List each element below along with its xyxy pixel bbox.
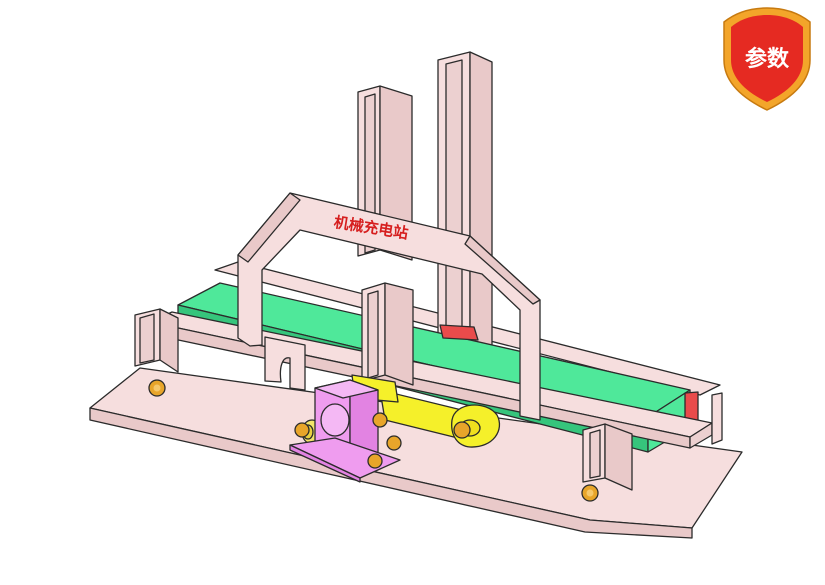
arch-frame: 机械充电站 bbox=[237, 192, 541, 421]
base-plate bbox=[89, 367, 743, 539]
center-channel bbox=[361, 282, 414, 386]
hex-bolt-icon bbox=[372, 412, 388, 428]
left-front-channel bbox=[134, 308, 179, 373]
right-front-channel bbox=[582, 423, 633, 491]
stopper-rear bbox=[439, 324, 479, 341]
hex-bolt-icon bbox=[581, 484, 599, 502]
badge-label: 参数 bbox=[745, 46, 790, 72]
hex-bolt-icon bbox=[453, 421, 471, 439]
hex-bolt-icon bbox=[148, 379, 166, 397]
parameters-badge[interactable]: 参数 bbox=[723, 7, 811, 111]
notch-plate bbox=[264, 336, 306, 391]
hex-bolt-icon bbox=[294, 422, 310, 438]
hex-bolt-icon bbox=[386, 435, 402, 451]
base-plate-front bbox=[89, 407, 693, 539]
arch-frame-front bbox=[237, 192, 541, 421]
tall-channel-rear bbox=[437, 51, 493, 353]
hex-bolt-icon bbox=[367, 453, 383, 469]
